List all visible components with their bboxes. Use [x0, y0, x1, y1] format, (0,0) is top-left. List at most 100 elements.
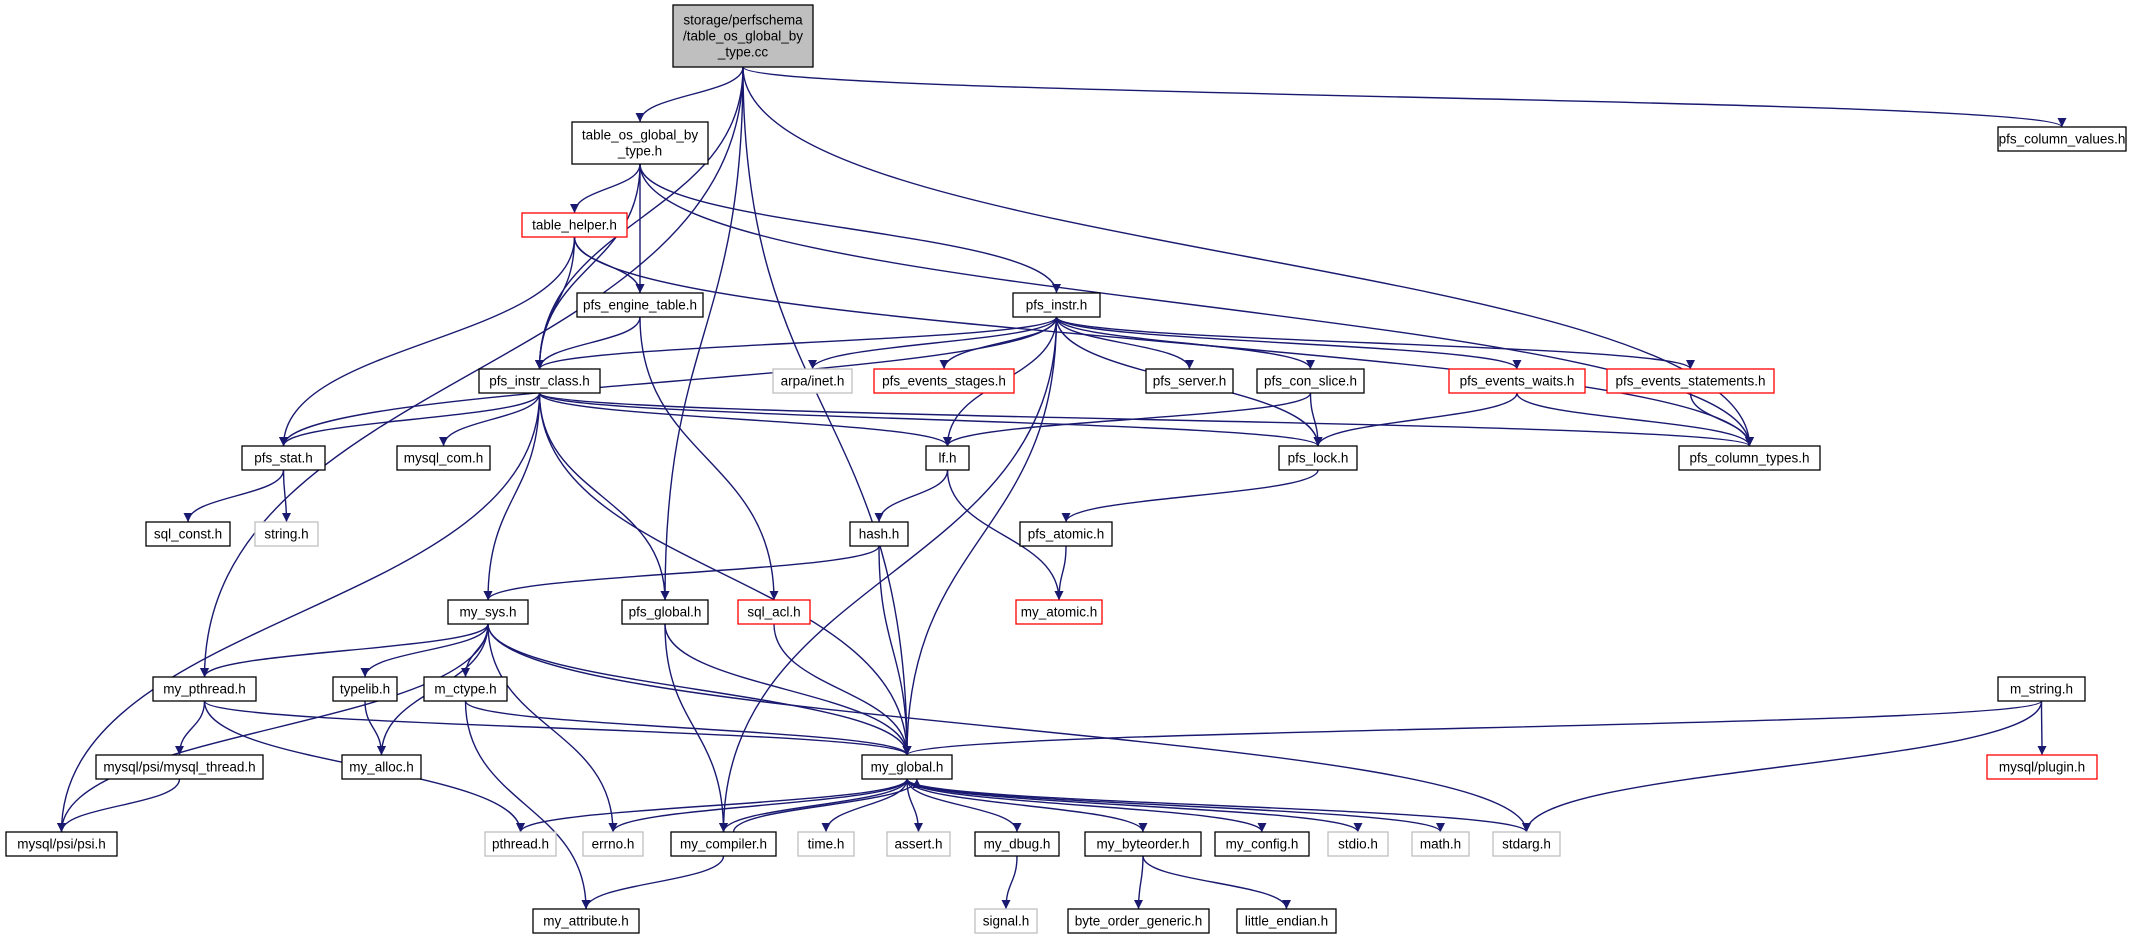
- node-pfs_atomic[interactable]: pfs_atomic.h: [1019, 521, 1113, 547]
- node-box[interactable]: [1327, 831, 1389, 857]
- node-box[interactable]: [521, 212, 628, 238]
- node-pfs_instr_class[interactable]: pfs_instr_class.h: [478, 368, 601, 394]
- node-hash[interactable]: hash.h: [849, 521, 909, 547]
- node-mysql_psi_psi[interactable]: mysql/psi/psi.h: [5, 831, 118, 857]
- node-sql_acl[interactable]: sql_acl.h: [737, 599, 811, 625]
- node-pfs_global[interactable]: pfs_global.h: [621, 599, 709, 625]
- node-sql_const[interactable]: sql_const.h: [145, 521, 231, 547]
- node-box[interactable]: [772, 368, 853, 394]
- node-my_atomic[interactable]: my_atomic.h: [1015, 599, 1103, 625]
- node-box[interactable]: [1411, 831, 1470, 857]
- node-box[interactable]: [1256, 368, 1365, 394]
- node-assert_h[interactable]: assert.h: [886, 831, 951, 857]
- node-pthread_h[interactable]: pthread.h: [484, 831, 557, 857]
- node-box[interactable]: [670, 831, 777, 857]
- node-box[interactable]: [1678, 445, 1821, 471]
- node-pfs_stat[interactable]: pfs_stat.h: [241, 445, 326, 471]
- node-box[interactable]: [241, 445, 326, 471]
- node-string_h[interactable]: string.h: [254, 521, 319, 547]
- node-my_attribute[interactable]: my_attribute.h: [532, 908, 640, 934]
- node-byte_order_generic[interactable]: byte_order_generic.h: [1067, 908, 1210, 934]
- node-table_helper[interactable]: table_helper.h: [521, 212, 628, 238]
- node-box[interactable]: [1084, 831, 1202, 857]
- node-mysql_com[interactable]: mysql_com.h: [396, 445, 491, 471]
- node-box[interactable]: [1997, 676, 2086, 702]
- node-my_global[interactable]: my_global.h: [861, 754, 953, 780]
- node-box[interactable]: [1492, 831, 1561, 857]
- node-my_byteorder[interactable]: my_byteorder.h: [1084, 831, 1202, 857]
- node-little_endian[interactable]: little_endian.h: [1236, 908, 1337, 934]
- node-pfs_events_waits[interactable]: pfs_events_waits.h: [1448, 368, 1586, 394]
- node-box[interactable]: [873, 368, 1015, 394]
- node-box[interactable]: [423, 676, 508, 702]
- node-box[interactable]: [861, 754, 953, 780]
- node-pfs_instr[interactable]: pfs_instr.h: [1012, 292, 1101, 318]
- node-box[interactable]: [341, 754, 422, 780]
- node-box[interactable]: [478, 368, 601, 394]
- node-m_string[interactable]: m_string.h: [1997, 676, 2086, 702]
- node-pfs_events_stages[interactable]: pfs_events_stages.h: [873, 368, 1015, 394]
- node-box[interactable]: [1067, 908, 1210, 934]
- node-mysql_psi_thread[interactable]: mysql/psi/mysql_thread.h: [95, 754, 264, 780]
- node-lf[interactable]: lf.h: [925, 445, 970, 471]
- node-box[interactable]: [396, 445, 491, 471]
- node-box[interactable]: [1448, 368, 1586, 394]
- node-box[interactable]: [571, 121, 709, 165]
- node-pfs_con_slice[interactable]: pfs_con_slice.h: [1256, 368, 1365, 394]
- node-pfs_server[interactable]: pfs_server.h: [1145, 368, 1234, 394]
- node-pfs_lock[interactable]: pfs_lock.h: [1278, 445, 1358, 471]
- node-my_sys[interactable]: my_sys.h: [447, 599, 529, 625]
- node-box[interactable]: [849, 521, 909, 547]
- node-box[interactable]: [672, 4, 814, 68]
- node-tog_h[interactable]: table_os_global_by_type.h: [571, 121, 709, 165]
- node-box[interactable]: [1019, 521, 1113, 547]
- node-box[interactable]: [1012, 292, 1101, 318]
- node-my_pthread[interactable]: my_pthread.h: [152, 676, 257, 702]
- node-box[interactable]: [1015, 599, 1103, 625]
- node-box[interactable]: [797, 831, 855, 857]
- node-time_h[interactable]: time.h: [797, 831, 855, 857]
- node-box[interactable]: [1145, 368, 1234, 394]
- node-pfs_engine_table[interactable]: pfs_engine_table.h: [576, 292, 704, 318]
- node-stdarg_h[interactable]: stdarg.h: [1492, 831, 1561, 857]
- node-m_ctype[interactable]: m_ctype.h: [423, 676, 508, 702]
- node-box[interactable]: [1606, 368, 1775, 394]
- node-box[interactable]: [974, 831, 1060, 857]
- node-pfs_events_statements[interactable]: pfs_events_statements.h: [1606, 368, 1775, 394]
- node-box[interactable]: [152, 676, 257, 702]
- node-math_h[interactable]: math.h: [1411, 831, 1470, 857]
- node-box[interactable]: [1236, 908, 1337, 934]
- node-my_alloc[interactable]: my_alloc.h: [341, 754, 422, 780]
- node-box[interactable]: [5, 831, 118, 857]
- node-box[interactable]: [145, 521, 231, 547]
- node-box[interactable]: [332, 676, 398, 702]
- node-stdio_h[interactable]: stdio.h: [1327, 831, 1389, 857]
- node-box[interactable]: [576, 292, 704, 318]
- node-box[interactable]: [886, 831, 951, 857]
- node-box[interactable]: [1214, 831, 1310, 857]
- node-box[interactable]: [532, 908, 640, 934]
- node-errno_h[interactable]: errno.h: [582, 831, 644, 857]
- node-box[interactable]: [1278, 445, 1358, 471]
- node-root[interactable]: storage/perfschema/table_os_global_by_ty…: [672, 4, 814, 68]
- node-mysql_plugin[interactable]: mysql/plugin.h: [1986, 754, 2098, 780]
- node-box[interactable]: [925, 445, 970, 471]
- node-box[interactable]: [582, 831, 644, 857]
- node-pfs_column_types[interactable]: pfs_column_types.h: [1678, 445, 1821, 471]
- node-my_dbug[interactable]: my_dbug.h: [974, 831, 1060, 857]
- node-typelib[interactable]: typelib.h: [332, 676, 398, 702]
- node-box[interactable]: [254, 521, 319, 547]
- node-box[interactable]: [95, 754, 264, 780]
- node-pfs_column_values[interactable]: pfs_column_values.h: [1997, 126, 2127, 152]
- node-my_config[interactable]: my_config.h: [1214, 831, 1310, 857]
- node-arpa_inet[interactable]: arpa/inet.h: [772, 368, 853, 394]
- node-box[interactable]: [1997, 126, 2127, 152]
- node-signal_h[interactable]: signal.h: [974, 908, 1038, 934]
- node-box[interactable]: [1986, 754, 2098, 780]
- node-box[interactable]: [621, 599, 709, 625]
- node-my_compiler[interactable]: my_compiler.h: [670, 831, 777, 857]
- node-box[interactable]: [737, 599, 811, 625]
- node-box[interactable]: [447, 599, 529, 625]
- node-box[interactable]: [974, 908, 1038, 934]
- node-box[interactable]: [484, 831, 557, 857]
